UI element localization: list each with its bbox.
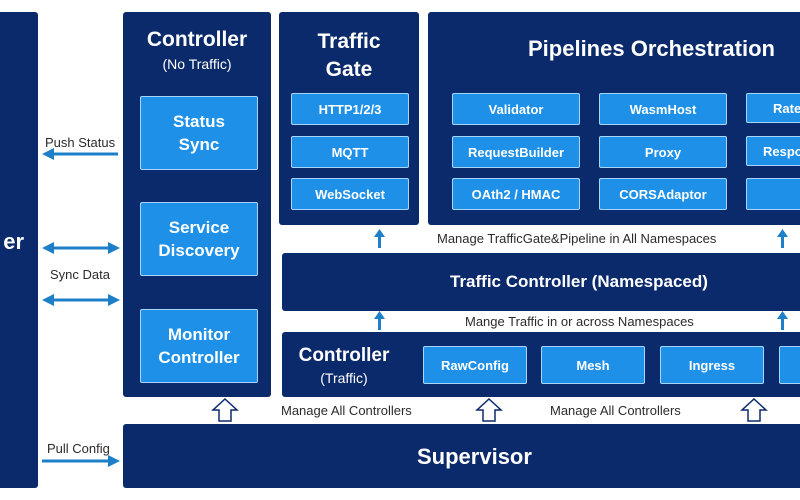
- left-panel: er: [0, 12, 38, 488]
- up-arrow-icon: [777, 229, 788, 248]
- push-status-arrow-icon: [42, 148, 118, 160]
- sync-data-label: Sync Data: [50, 267, 110, 282]
- hollow-up-arrow-icon: [475, 397, 503, 422]
- rate-box: Rate: [746, 93, 800, 123]
- hollow-up-arrow-icon: [211, 397, 239, 422]
- traffic-controller-panel: Traffic Controller (Namespaced): [282, 253, 800, 311]
- sync-data-arrow-icon: [42, 294, 120, 306]
- mesh-box: Mesh: [541, 346, 645, 384]
- manage-controllers-label-1: Manage All Controllers: [281, 403, 412, 418]
- mqtt-box: MQTT: [291, 136, 409, 168]
- corsadaptor-box: CORSAdaptor: [599, 178, 727, 210]
- extra-controller-box: [779, 346, 800, 384]
- controller-no-traffic-title: Controller: [146, 28, 248, 51]
- response-box: Respo: [746, 136, 800, 166]
- http-box: HTTP1/2/3: [291, 93, 409, 125]
- supervisor-title: Supervisor: [417, 444, 532, 469]
- proxy-box: Proxy: [599, 136, 727, 168]
- pipelines-title: Pipelines Orchestration: [528, 36, 775, 61]
- websocket-box: WebSocket: [291, 178, 409, 210]
- up-arrow-icon: [777, 311, 788, 330]
- wasmhost-box: WasmHost: [599, 93, 727, 125]
- up-arrow-icon: [374, 229, 385, 248]
- traffic-gate-title: Traffic Gate: [317, 30, 381, 81]
- traffic-controller-title: Traffic Controller (Namespaced): [450, 272, 708, 291]
- controller-no-traffic-subtitle: (No Traffic): [162, 56, 232, 72]
- validator-box: Validator: [452, 93, 580, 125]
- manage-controllers-label-2: Manage All Controllers: [550, 403, 681, 418]
- sync-data-arrow-icon: [42, 242, 120, 254]
- oauth-hmac-box: OAth2 / HMAC: [452, 178, 580, 210]
- controller-traffic-title: Controller: [298, 345, 390, 366]
- controller-traffic-panel: Controller (Traffic) RawConfig Mesh Ingr…: [282, 332, 800, 397]
- pipelines-orchestration-panel: Pipelines Orchestration Validator Reques…: [428, 12, 800, 225]
- manage-traffic-label: Mange Traffic in or across Namespaces: [465, 314, 694, 329]
- pipeline-filter-box: [746, 178, 800, 210]
- pull-config-arrow-icon: [42, 455, 120, 467]
- requestbuilder-box: RequestBuilder: [452, 136, 580, 168]
- ingress-box: Ingress: [660, 346, 764, 384]
- push-status-label: Push Status: [45, 135, 116, 150]
- up-arrow-icon: [374, 311, 385, 330]
- left-panel-label: er: [3, 229, 24, 254]
- rawconfig-box: RawConfig: [423, 346, 527, 384]
- traffic-gate-panel: Traffic Gate HTTP1/2/3 MQTT WebSocket: [279, 12, 419, 225]
- hollow-up-arrow-icon: [740, 397, 768, 422]
- manage-gate-label: Manage TrafficGate&Pipeline in All Names…: [437, 231, 717, 246]
- supervisor-panel: Supervisor: [123, 424, 800, 488]
- controller-traffic-subtitle: (Traffic): [320, 370, 368, 386]
- pull-config-label: Pull Config: [47, 441, 110, 456]
